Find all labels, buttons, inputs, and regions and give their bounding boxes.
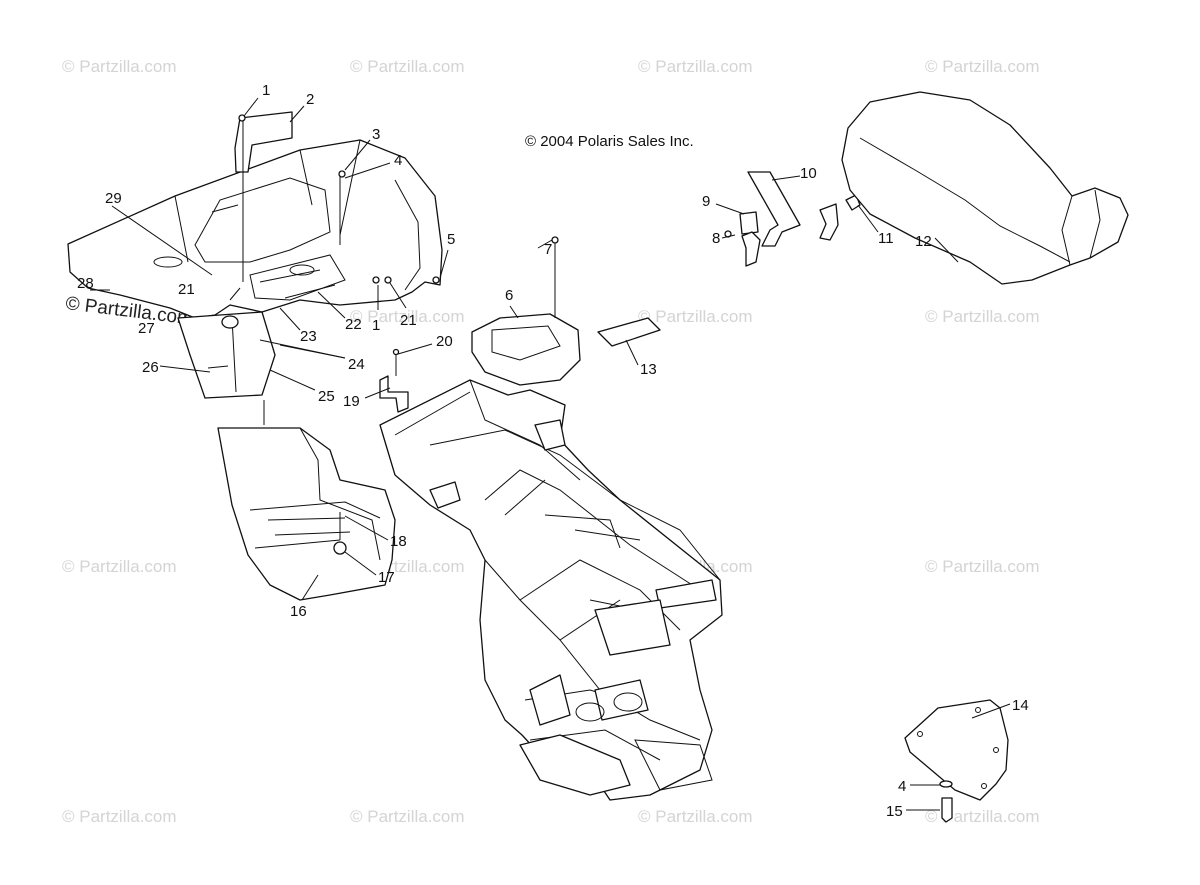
callout-29: 29 (105, 190, 122, 207)
footwell (217, 400, 396, 601)
callout-24: 24 (348, 356, 365, 373)
callout-3: 3 (372, 126, 380, 143)
callout-6: 6 (505, 287, 513, 304)
callout-12: 12 (915, 233, 932, 250)
callout-11: 11 (878, 230, 894, 247)
callout-1: 1 (262, 82, 270, 99)
skid-plate (904, 699, 1009, 823)
callout-1-lower: 1 (372, 317, 380, 334)
callout-27: 27 (138, 320, 155, 337)
callout-13: 13 (640, 361, 657, 378)
rear-fender-assembly (67, 111, 443, 319)
callout-14: 14 (1012, 697, 1029, 714)
callout-16: 16 (290, 603, 307, 620)
watermark: © Partzilla.com (925, 557, 1040, 576)
callout-23: 23 (300, 328, 317, 345)
watermark: © Partzilla.com (62, 807, 177, 826)
rear-cover (471, 236, 661, 386)
callout-22: 22 (345, 316, 362, 333)
callout-28: 28 (77, 275, 94, 292)
watermark: © Partzilla.com (925, 57, 1040, 76)
watermark: © Partzilla.com (350, 807, 465, 826)
callout-18: 18 (390, 533, 407, 550)
callout-17: 17 (378, 569, 395, 586)
callout-10: 10 (800, 165, 817, 182)
callout-21-right: 21 (400, 312, 417, 329)
watermark: © Partzilla.com (925, 307, 1040, 326)
seat (841, 91, 1129, 285)
callout-7: 7 (544, 241, 552, 258)
callout-25: 25 (318, 388, 335, 405)
mud-flap (177, 311, 276, 399)
leader-lines (90, 97, 1011, 811)
callout-2: 2 (306, 91, 314, 108)
callout-26: 26 (142, 359, 159, 376)
watermark: © Partzilla.com (62, 557, 177, 576)
watermark: © Partzilla.com (638, 307, 753, 326)
watermark: © Partzilla.com (350, 57, 465, 76)
watermark: © Partzilla.com (350, 307, 465, 326)
callout-5: 5 (447, 231, 455, 248)
callout-8: 8 (712, 230, 720, 247)
callout-4-lower: 4 (898, 778, 906, 795)
callout-19: 19 (343, 393, 360, 410)
callout-20: 20 (436, 333, 453, 350)
callout-21: 21 (178, 281, 195, 298)
callout-15: 15 (886, 803, 903, 820)
callouts: 1 2 3 4 5 6 7 8 9 10 11 12 13 14 4 15 16… (77, 82, 1029, 820)
watermark: © Partzilla.com (638, 57, 753, 76)
bracket (379, 348, 409, 413)
copyright-text: © 2004 Polaris Sales Inc. (525, 133, 694, 150)
watermark: © Partzilla.com (925, 807, 1040, 826)
watermark: © Partzilla.com (638, 807, 753, 826)
seat-latch (724, 171, 861, 267)
frame (379, 379, 723, 801)
callout-9: 9 (702, 193, 710, 210)
callout-4: 4 (394, 152, 402, 169)
watermark: © Partzilla.com (62, 57, 177, 76)
